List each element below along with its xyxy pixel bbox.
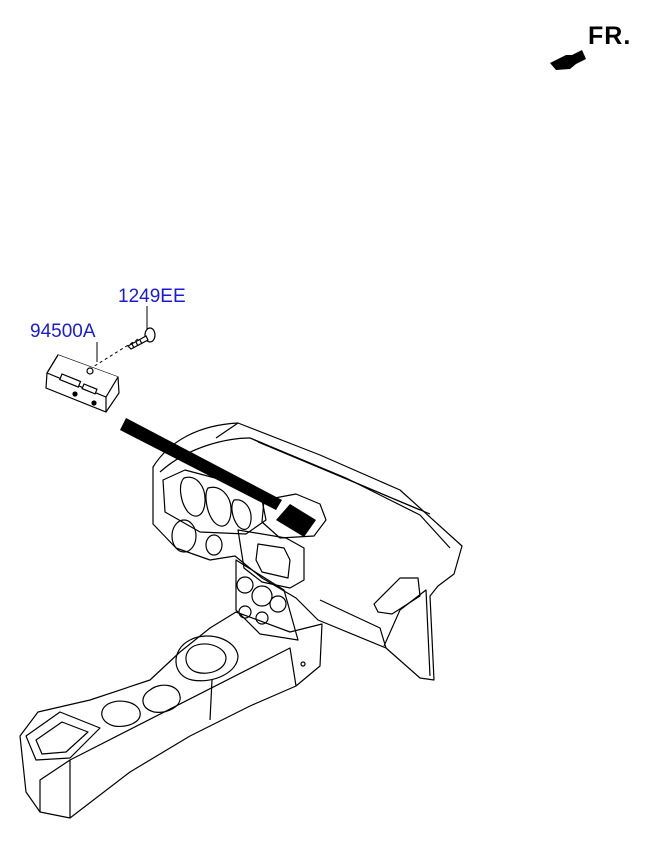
switch-module-part: [45, 354, 120, 413]
location-pointer: [120, 418, 316, 537]
part-number-94500a[interactable]: 94500A: [30, 321, 96, 342]
part-number-1249ee[interactable]: 1249EE: [118, 286, 186, 307]
dashed-install-line: [87, 338, 139, 371]
front-direction-label: FR.: [588, 22, 632, 50]
screw-part: [127, 327, 156, 350]
center-console: [19, 611, 323, 819]
instrument-panel: [152, 422, 463, 681]
front-arrow-icon: [550, 50, 586, 70]
